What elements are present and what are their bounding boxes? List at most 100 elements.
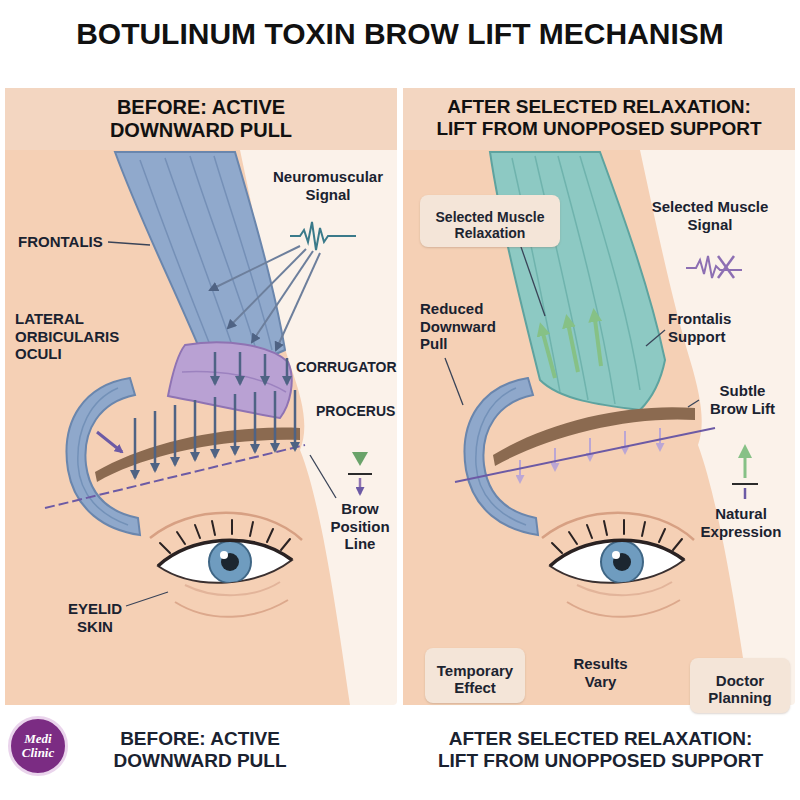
effect-label: Natural Expression [692,505,790,540]
eyebrow [95,428,300,482]
downward-pull-arrows [274,391,277,451]
signal-label: Selected Muscle Signal [645,198,775,233]
muscle-pull-arrow [97,432,122,452]
illustration [542,513,694,617]
expression-symbol [744,448,747,478]
note-label: Results Vary [563,655,638,690]
frontalis-muscle [140,156,272,356]
clinic-logo: Medi Clinic [8,716,68,776]
reduced-pull-arrows [589,438,591,460]
left-panel-art [5,88,397,150]
brow-symbol [352,452,368,466]
corrugator-procerus-muscle [168,342,292,418]
frontalis-muscle [580,156,640,390]
downward-pull-arrows [286,358,289,384]
left-panel-art [5,88,397,705]
brow-symbol [348,473,372,475]
diagram-title: BOTULINUM TOXIN BROW LIFT MECHANISM [0,16,800,52]
corrugator-procerus-muscle [168,342,292,418]
frontalis-muscle [490,152,665,410]
part-label: EYELID SKIN [55,600,135,635]
leader-line [310,455,336,498]
effect-label: Reduced Downward Pull [420,300,510,353]
expression-symbol [732,448,758,499]
corrugator-procerus-muscle [182,372,286,392]
downward-pull-arrows [214,397,217,457]
downward-pull-arrows [254,392,257,452]
downward-pull-arrows [174,405,177,465]
right-panel-art [403,88,795,705]
panel-caption: BEFORE: ACTIVE DOWNWARD PULL [60,728,340,772]
left-panel-art [5,150,350,705]
note-box: Temporary Effect [425,648,525,703]
callout-text: Selected Muscle Relaxation [428,209,552,241]
leader-line [108,242,150,245]
downward-pull-arrows [154,411,157,471]
downward-pull-arrows [239,352,242,384]
lift-arrows [567,318,578,372]
signal-arrows [210,246,320,350]
leader-line [646,330,665,346]
blocked-signal [686,256,742,278]
panel-heading: BEFORE: ACTIVE DOWNWARD PULL [61,96,341,142]
part-label: FRONTALIS [18,233,118,251]
expression-symbol [732,483,758,485]
blocked-signal [718,256,734,278]
panel-heading: AFTER SELECTED RELAXATION: LIFT FROM UNO… [427,96,772,140]
reduced-pull-arrows [554,448,556,470]
eyebrow [493,407,695,466]
frontalis-muscle [115,152,285,359]
note-text: Doctor Planning [698,672,782,707]
signal-label: Neuromuscular Signal [266,168,390,203]
reduced-pull-arrows [519,460,521,482]
line-label: Brow Position Line [324,500,396,553]
downward-pull-arrows [134,418,137,478]
lift-arrows [594,312,601,366]
frontalis-muscle [115,152,285,359]
leader-line [126,592,168,606]
eye [542,513,694,617]
blocked-signal [686,256,742,278]
part-label: LATERAL ORBICULARIS OCULI [15,310,127,363]
leader-line [520,244,545,316]
callout-box: Selected Muscle Relaxation [420,195,560,247]
downward-pull-arrows [234,394,237,454]
downward-pull-arrows [294,390,297,450]
effect-label: Subtle Brow Lift [700,382,785,417]
frontalis-muscle [535,156,588,400]
lift-arrows [541,312,601,378]
brow-symbol [348,452,372,494]
part-label: CORRUGATOR [296,359,400,375]
signal-arrows [252,251,313,342]
downward-pull-arrows [194,400,197,460]
reduced-pull-arrows [520,428,660,482]
leader-line [108,242,336,606]
brow-symbol [359,478,362,494]
blocked-signal [718,256,734,278]
expression-symbol [744,488,747,499]
right-panel-art [403,88,795,705]
downward-pull-arrows [264,354,267,384]
part-label: PROCERUS [316,403,396,419]
note-box: Doctor Planning [690,658,790,713]
logo-text: Medi Clinic [15,732,61,759]
panel-caption: AFTER SELECTED RELAXATION: LIFT FROM UNO… [428,728,773,772]
leader-line [688,400,699,407]
effect-label: Frontalis Support [668,310,758,345]
left-panel-art [5,88,397,705]
frontalis-muscle [214,156,272,350]
leader-line [445,358,463,405]
downward-pull-arrows [135,352,295,478]
reduced-pull-arrows [624,431,626,453]
lift-arrows [541,326,555,378]
right-panel-art [403,150,750,705]
signal-arrows [228,249,306,328]
brow-position-line [455,428,715,482]
frontalis-muscle [512,158,560,392]
eye [150,513,302,617]
frontalis-muscle [558,156,615,404]
signal-arrows [276,253,320,350]
note-text: Temporary Effect [433,662,517,697]
frontalis-muscle [490,152,665,410]
